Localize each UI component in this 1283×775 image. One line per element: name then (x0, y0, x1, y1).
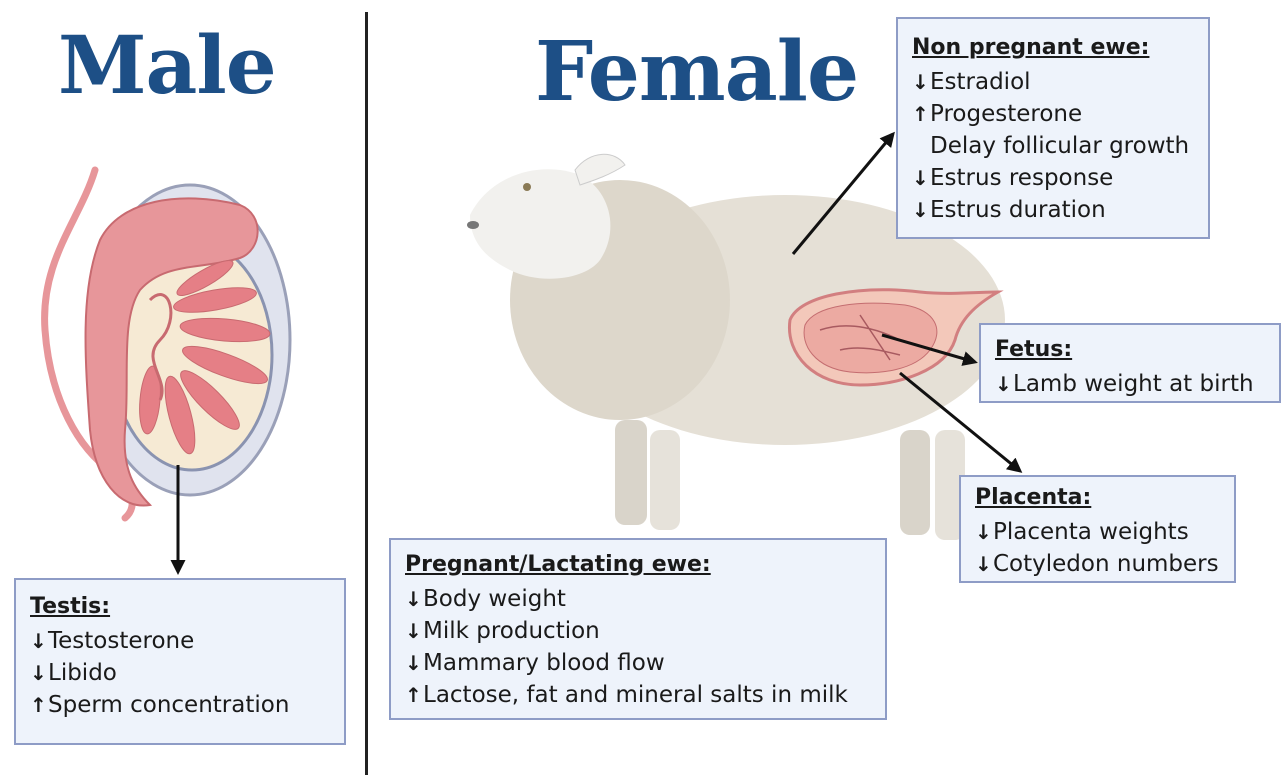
effect-item: ↑Lactose, fat and mineral salts in milk (405, 679, 873, 711)
down-arrow-icon: ↓ (975, 548, 989, 580)
testis-box: Testis: ↓Testosterone ↓Libido ↑Sperm con… (14, 578, 346, 745)
down-arrow-icon: ↓ (30, 657, 44, 689)
effect-item: ↓Delay follicular growth (912, 130, 1196, 162)
effect-item: ↓Estrus response (912, 162, 1196, 194)
down-arrow-icon: ↓ (30, 625, 44, 657)
nonpregnant-ewe-box: Non pregnant ewe: ↓Estradiol ↑Progestero… (896, 17, 1210, 239)
effect-item: ↓Estradiol (912, 66, 1196, 98)
down-arrow-icon: ↓ (405, 615, 419, 647)
up-arrow-icon: ↑ (912, 98, 926, 130)
down-arrow-icon: ↓ (912, 162, 926, 194)
placenta-box: Placenta: ↓Placenta weights ↓Cotyledon n… (959, 475, 1236, 583)
down-arrow-icon: ↓ (975, 516, 989, 548)
pregnant-lactating-ewe-box: Pregnant/Lactating ewe: ↓Body weight ↓Mi… (389, 538, 887, 720)
up-arrow-icon: ↑ (405, 679, 419, 711)
effect-item: ↓Mammary blood flow (405, 647, 873, 679)
fetus-title: Fetus: (995, 335, 1267, 365)
down-arrow-icon: ↓ (912, 66, 926, 98)
pregnant-lactating-ewe-title: Pregnant/Lactating ewe: (405, 550, 873, 580)
testis-illustration (45, 170, 290, 518)
fetus-box: Fetus: ↓Lamb weight at birth (979, 323, 1281, 403)
down-arrow-icon: ↓ (405, 647, 419, 679)
effect-item: ↓Libido (30, 657, 332, 689)
effect-item: ↓Testosterone (30, 625, 332, 657)
effect-item: ↓Lamb weight at birth (995, 368, 1267, 400)
effect-item: ↑Sperm concentration (30, 689, 332, 721)
effect-item: ↓Placenta weights (975, 516, 1222, 548)
effect-item: ↓Cotyledon numbers (975, 548, 1222, 580)
down-arrow-icon: ↓ (405, 583, 419, 615)
effect-item: ↑Progesterone (912, 98, 1196, 130)
down-arrow-icon: ↓ (912, 194, 926, 226)
effect-item: ↓Milk production (405, 615, 873, 647)
down-arrow-icon: ↓ (995, 368, 1009, 400)
effect-item: ↓Estrus duration (912, 194, 1196, 226)
placenta-title: Placenta: (975, 483, 1222, 513)
up-arrow-icon: ↑ (30, 689, 44, 721)
nonpregnant-ewe-title: Non pregnant ewe: (912, 33, 1196, 63)
testis-title: Testis: (30, 592, 332, 622)
effect-item: ↓Body weight (405, 583, 873, 615)
